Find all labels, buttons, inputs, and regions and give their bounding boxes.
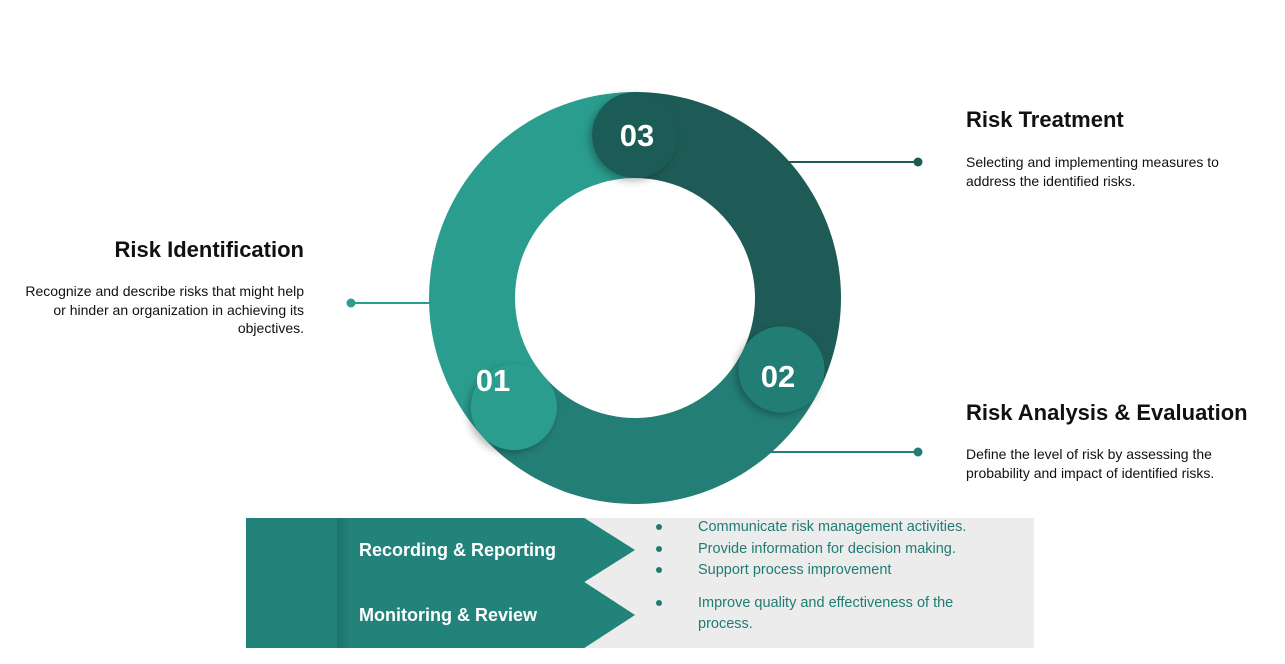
- bullet-item: Support process improvement: [654, 560, 998, 582]
- bullet-item: Communicate risk management activities.: [654, 517, 998, 539]
- connector-dot-analysis: [913, 447, 923, 457]
- band-arrow: [337, 518, 635, 582]
- stage-number-01: 01: [476, 363, 510, 398]
- stage-title-analysis: Risk Analysis & Evaluation: [966, 400, 1248, 425]
- stage-number-03: 03: [620, 118, 654, 153]
- band-arrow: [337, 582, 635, 648]
- stage-description-analysis: Define the level of risk by assessing th…: [966, 446, 1215, 481]
- connector-dot-treatment: [913, 157, 923, 167]
- connector-dot-identification: [346, 298, 356, 308]
- stage-description-treatment: Selecting and implementing measures to a…: [966, 154, 1219, 189]
- stage-title-identification: Risk Identification: [114, 237, 304, 262]
- band-square: [246, 582, 337, 648]
- ring-cap-02: [738, 326, 825, 413]
- bullet-item: Provide information for decision making.: [654, 539, 998, 561]
- stage-description-identification: Recognize and describe risks that might …: [25, 283, 304, 336]
- ring-segment-01: [429, 92, 635, 436]
- bullet-item: Improve quality and effectiveness of the…: [654, 593, 998, 635]
- band-label: Monitoring & Review: [359, 604, 538, 625]
- ring-cap-03: [592, 92, 678, 178]
- stage-title-treatment: Risk Treatment: [966, 107, 1124, 132]
- ring-segment-02: [481, 350, 821, 504]
- bullet-list-monitoring: Improve quality and effectiveness of the…: [654, 593, 998, 635]
- band-background: [581, 582, 1034, 648]
- stage-number-02: 02: [761, 359, 795, 394]
- band-monitoring-review: Monitoring & Review: [246, 582, 1034, 648]
- bullet-list-recording: Communicate risk management activities. …: [654, 517, 998, 582]
- ring-cap-01: [470, 364, 557, 451]
- band-square: [246, 518, 337, 582]
- band-label: Recording & Reporting: [359, 539, 556, 560]
- ring-segment-03: [635, 92, 841, 389]
- band-arrow-shadow: [337, 582, 351, 648]
- band-arrow-shadow: [337, 518, 351, 582]
